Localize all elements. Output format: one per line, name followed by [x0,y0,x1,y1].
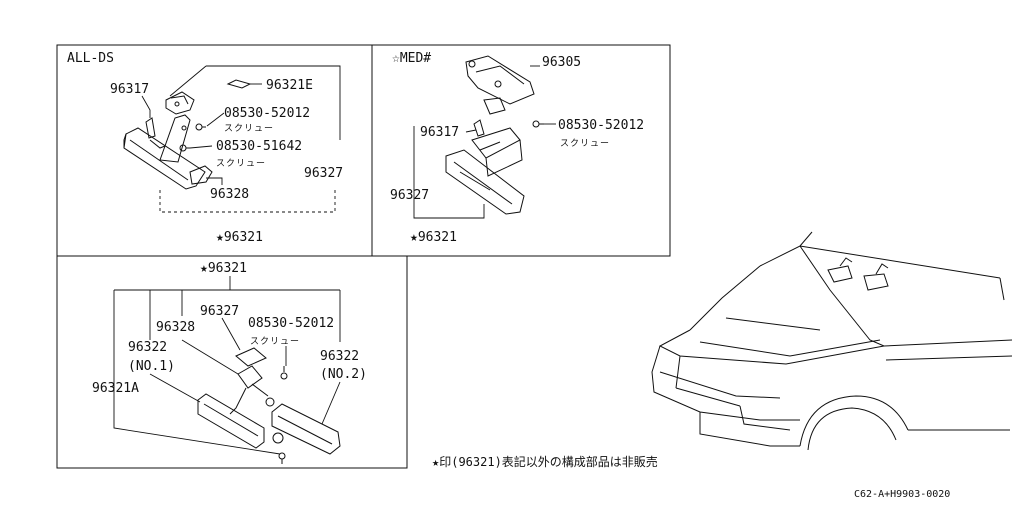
panel-frame-med [371,44,671,257]
label-assembly-96321: ★96321 [200,261,247,276]
panel-med: ☆MED# 9 [390,51,644,245]
label-96322-no2: 96322 [320,349,359,364]
mirror-no1-illustration [197,393,265,449]
screw-icon [179,144,190,152]
label-96327: 96327 [304,166,343,181]
label-screw-08530-52012: 08530-52012 [558,118,644,133]
screw-icon [280,366,288,380]
cover-96328-illustration [189,165,213,185]
label-screw-kana: スクリュー [216,158,266,169]
mirror-base-illustration [471,127,523,177]
car-location-illustration [651,231,1013,451]
bracket-96305-illustration [465,55,535,115]
label-assembly-96321: ★96321 [410,230,457,245]
label-assembly-96321: ★96321 [216,230,263,245]
label-screw-08530-52012: 08530-52012 [248,316,334,331]
mirror-no2-illustration [271,403,341,455]
label-screw-kana: スクリュー [224,123,274,134]
label-96317: 96317 [420,125,459,140]
screw-icon [278,452,286,464]
label-96322-no2-tag: (NO.2) [320,367,367,382]
label-96328: 96328 [156,320,195,335]
panel-dual-mirror: ★96321 [92,261,367,464]
label-screw-kana: スクリュー [560,138,610,149]
screw-icon [532,120,544,128]
mirror-illustration [445,149,525,215]
part-96321e-illustration [226,79,252,89]
pad-96317-illustration [145,117,156,139]
label-96317: 96317 [110,82,149,97]
mirror-illustration [123,127,206,190]
label-96322-no1-tag: (NO.1) [128,359,175,374]
label-screw-kana: スクリュー [250,336,300,347]
label-96322-no1: 96322 [128,340,167,355]
panel-title-med: ☆MED# [392,51,431,66]
footnote-text: ★印(96321)表記以外の構成部品は非販売 [432,454,658,469]
label-96305: 96305 [542,55,581,70]
label-96328: 96328 [210,187,249,202]
label-96321e: 96321E [266,78,313,93]
center-stay-illustration [229,347,284,444]
label-screw-08530-51642: 08530-51642 [216,139,302,154]
label-96327: 96327 [200,304,239,319]
panel-frame-dual-mirror [56,255,408,469]
label-96327: 96327 [390,188,429,203]
drawing-code: C62-A+H9903-0020 [854,489,950,500]
panel-frame-all-ds [56,44,373,257]
label-96321a: 96321A [92,381,139,396]
panel-title-all-ds: ALL-DS [67,51,114,66]
pad-96317-illustration [473,119,485,137]
panel-all-ds: ALL-DS [67,51,343,245]
label-screw-08530-52012: 08530-52012 [224,106,310,121]
mirror-stay-illustration [159,91,195,163]
screw-icon [195,123,206,131]
